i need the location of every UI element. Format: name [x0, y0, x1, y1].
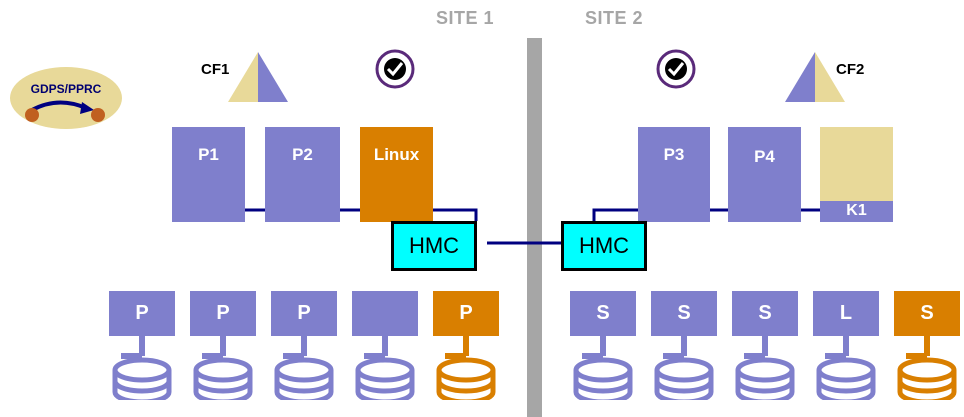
clock-icon: [375, 49, 415, 89]
site-1-label: SITE 1: [436, 8, 495, 28]
coupling-facility-1-icon: [228, 52, 288, 102]
disk-icon: [274, 336, 334, 405]
site2-disk-controller: L: [813, 291, 879, 336]
site2-disk-label: S: [596, 302, 610, 324]
disk-icon: [735, 336, 795, 405]
site1-disk-controller: P: [433, 291, 499, 336]
site1-disk-controller: P: [190, 291, 256, 336]
site1-disk-unit: [111, 336, 173, 405]
site1-disk-unit: [435, 336, 497, 405]
site1-disk-label: P: [135, 302, 149, 324]
site1-disk-controller: P: [109, 291, 175, 336]
disk-icon: [654, 336, 714, 405]
system-k1-label: K1: [846, 202, 867, 219]
cf2-label: CF2: [836, 61, 865, 78]
disk-icon: [816, 336, 876, 405]
disk-icon: [897, 336, 957, 405]
site1-disk-label: P: [216, 302, 230, 324]
site2-disk-unit: [572, 336, 634, 405]
system-linux: Linux: [360, 127, 433, 222]
site1-disk-unit: [192, 336, 254, 405]
site1-disk-controller: [352, 291, 418, 336]
system-p4-label: P4: [754, 147, 775, 166]
system-p2-label: P2: [292, 145, 313, 164]
site1-disk-label: P: [459, 302, 473, 324]
system-k1-partition: [820, 201, 893, 222]
system-p2: P2: [265, 127, 340, 222]
system-k1: K1: [820, 127, 893, 222]
site2-disk-unit: [653, 336, 715, 405]
site2-disk-unit: [896, 336, 958, 405]
system-p1: P1: [172, 127, 245, 222]
site2-disk-label: S: [920, 302, 934, 324]
disk-icon: [355, 336, 415, 405]
site2-disk-controller: S: [651, 291, 717, 336]
site2-disk-controller: S: [570, 291, 636, 336]
site2-disk-label: L: [839, 302, 853, 324]
system-p3-label: P3: [663, 145, 685, 164]
system-linux-label: Linux: [373, 145, 420, 164]
site2-disk-controller: S: [894, 291, 960, 336]
hmc-site-2: HMC: [561, 221, 647, 271]
system-p3: P3: [638, 127, 710, 222]
disk-icon: [436, 336, 496, 405]
site-2-label: SITE 2: [585, 8, 644, 28]
site2-disk-label: S: [677, 302, 691, 324]
coupling-facility-2-icon: [785, 52, 845, 102]
system-p4: P4: [728, 127, 801, 222]
disk-icon: [193, 336, 253, 405]
site2-disk-controller: S: [732, 291, 798, 336]
site1-disk-unit: [354, 336, 416, 405]
site2-disk-unit: [815, 336, 877, 405]
disk-icon: [573, 336, 633, 405]
site2-disk-label: S: [758, 302, 772, 324]
system-p1-label: P1: [198, 145, 219, 164]
gdps-badge-icon: [10, 67, 122, 129]
hmc-site-1: HMC: [391, 221, 477, 271]
gdps-badge-label: GDPS/PPRC: [30, 82, 102, 96]
site1-disk-unit: [273, 336, 335, 405]
site1-disk-label: P: [297, 302, 311, 324]
cf1-label: CF1: [201, 61, 230, 78]
site2-disk-unit: [734, 336, 796, 405]
site1-disk-controller: P: [271, 291, 337, 336]
site-divider: [527, 38, 542, 417]
clock-icon: [656, 49, 696, 89]
disk-icon: [112, 336, 172, 405]
